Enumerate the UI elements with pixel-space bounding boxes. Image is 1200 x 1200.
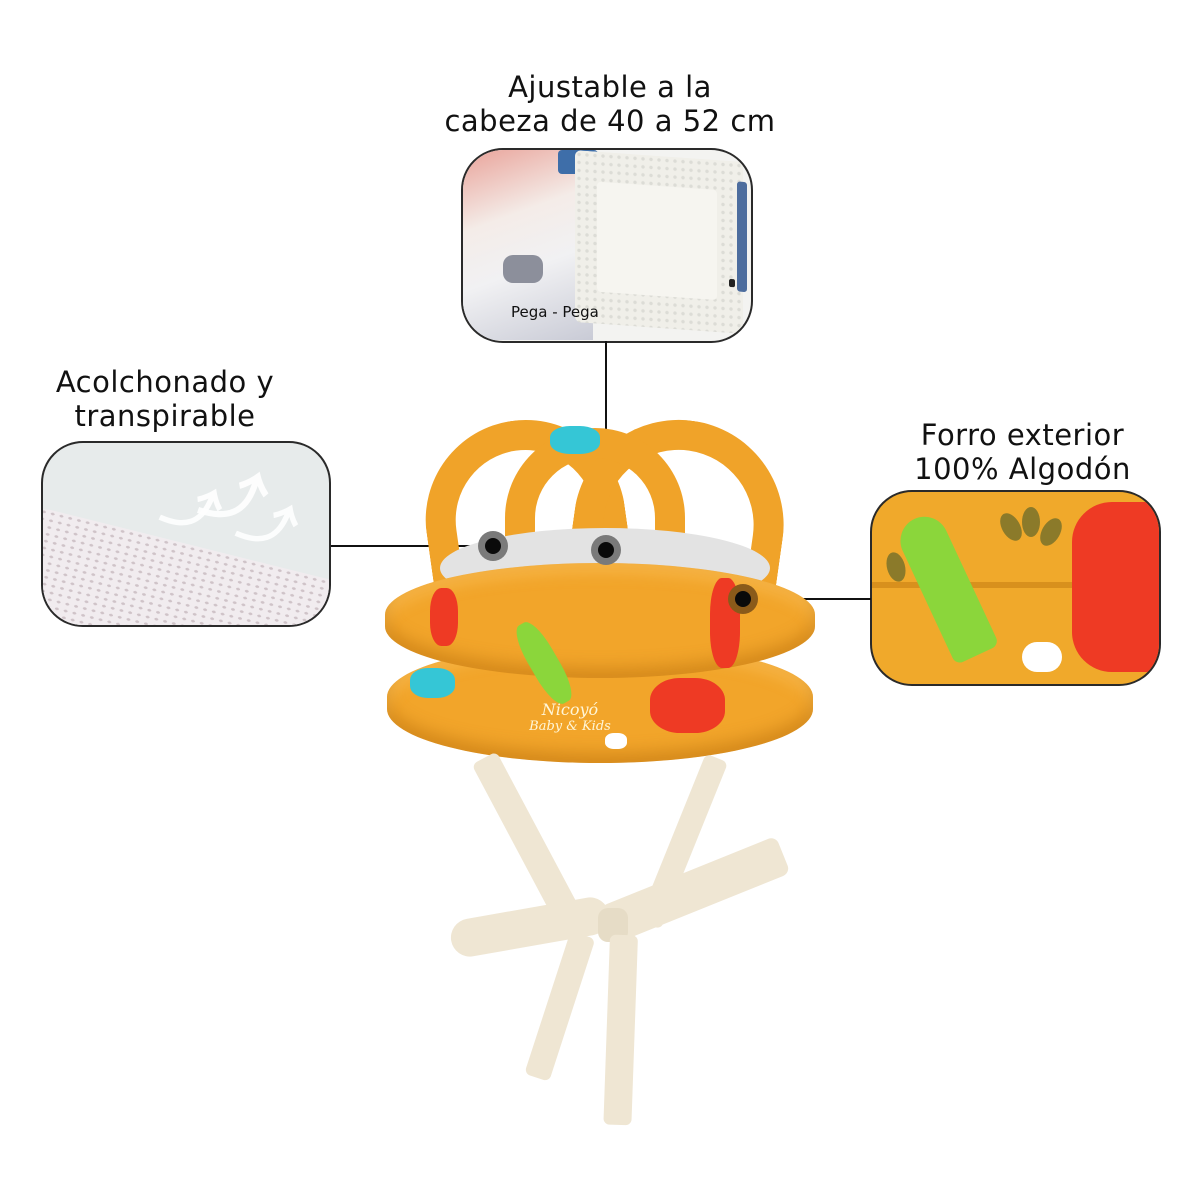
- velcro-pad: [575, 150, 747, 334]
- right-callout-title-line1: Forro exterior: [920, 418, 1125, 452]
- fabric-seam: [872, 582, 1159, 588]
- left-callout-title: Acolchonado y transpirable: [40, 365, 290, 433]
- velcro-caption: Pega - Pega: [511, 303, 599, 321]
- red-dinosaur-print: [650, 678, 725, 733]
- cloud-print: [605, 733, 627, 749]
- bow-tail-right: [603, 934, 638, 1126]
- brand-tagline: Baby & Kids: [529, 719, 611, 734]
- right-callout-marker-dot: [728, 584, 758, 614]
- right-callout-title: Forro exterior 100% Algodón: [890, 418, 1155, 486]
- cotton-fabric-image: [870, 490, 1161, 686]
- top-callout-title-line1: Ajustable a la: [508, 70, 712, 104]
- brand-name: Nicoyó: [541, 700, 599, 719]
- teal-print: [550, 426, 600, 454]
- left-callout-title-line2: transpirable: [74, 399, 256, 433]
- bow-loop-right: [599, 835, 791, 945]
- top-callout-title-line2: cabeza de 40 a 52 cm: [444, 104, 776, 138]
- velcro-pad-edge: [737, 181, 747, 293]
- right-callout-leader-line: [745, 598, 871, 600]
- velcro-pad-knob: [729, 278, 735, 288]
- left-callout-title-line1: Acolchonado y: [55, 365, 275, 399]
- left-callout-leader-line: [331, 545, 491, 547]
- leaf-print: [1022, 507, 1040, 537]
- cloud-print: [1022, 642, 1062, 672]
- baby-safety-helmet: Nicoyó Baby & Kids: [385, 406, 815, 768]
- velcro-pad-inner: [597, 181, 717, 301]
- fabric-print-grey: [503, 255, 543, 283]
- leaf-print: [1035, 514, 1067, 550]
- right-callout-title-line2: 100% Algodón: [914, 452, 1131, 486]
- red-dinosaur-print: [430, 588, 458, 646]
- brand-watermark: Nicoyó Baby & Kids: [515, 700, 625, 734]
- red-dinosaur-print: [1072, 502, 1159, 672]
- breathable-mesh-image: ⤴ ⤴ ⤴: [41, 441, 331, 627]
- left-callout-marker-dot: [478, 531, 508, 561]
- top-callout-marker-dot: [591, 535, 621, 565]
- velcro-closure-image: Pega - Pega: [461, 148, 753, 343]
- strap-left: [471, 751, 581, 924]
- teal-print: [410, 668, 455, 698]
- bow-tail-left: [524, 930, 596, 1082]
- top-callout-title: Ajustable a la cabeza de 40 a 52 cm: [430, 70, 790, 138]
